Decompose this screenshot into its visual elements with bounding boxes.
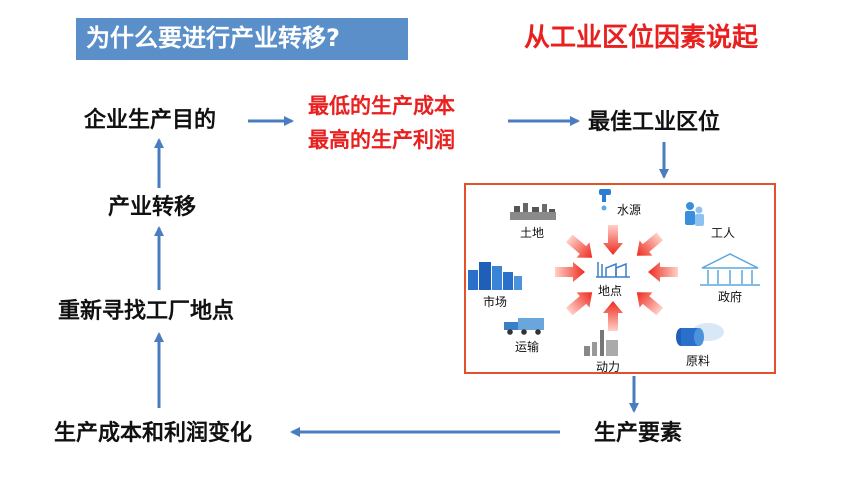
raw-materials-icon <box>676 323 724 346</box>
market-buildings-icon <box>468 262 522 290</box>
node-production-factors: 生产要素 <box>594 421 683 446</box>
goal-highest-profit: 最高的生产利润 <box>308 128 455 152</box>
worker-icon <box>685 202 704 226</box>
node-cost-profit-change: 生产成本和利润变化 <box>54 421 253 446</box>
land-icon <box>510 203 556 220</box>
factor-label-power: 动力 <box>596 360 621 374</box>
node-relocate-factory: 重新寻找工厂地点 <box>58 299 235 324</box>
power-plant-icon <box>584 330 618 356</box>
factory-icon <box>596 262 630 278</box>
converging-red-arrows <box>555 225 678 331</box>
factor-label-government: 政府 <box>718 290 743 304</box>
title-banner <box>76 18 408 60</box>
factor-label-transport: 运输 <box>515 340 540 354</box>
water-tap-icon <box>599 189 611 211</box>
goal-lowest-cost: 最低的生产成本 <box>308 94 455 118</box>
factor-label-raw-materials: 原料 <box>686 354 711 368</box>
factor-label-market: 市场 <box>483 295 508 309</box>
node-best-location: 最佳工业区位 <box>588 110 721 135</box>
center-label-location: 地点 <box>598 284 623 298</box>
factor-label-water: 水源 <box>617 203 642 217</box>
government-building-icon <box>700 253 760 286</box>
page-subtitle: 从工业区位因素说起 <box>524 23 759 53</box>
truck-icon <box>504 318 544 335</box>
factor-label-land: 土地 <box>520 226 545 240</box>
node-enterprise-purpose: 企业生产目的 <box>84 108 217 133</box>
node-industry-transfer: 产业转移 <box>108 195 197 220</box>
factor-label-workers: 工人 <box>711 226 736 240</box>
page-title: 为什么要进行产业转移? <box>86 24 340 52</box>
